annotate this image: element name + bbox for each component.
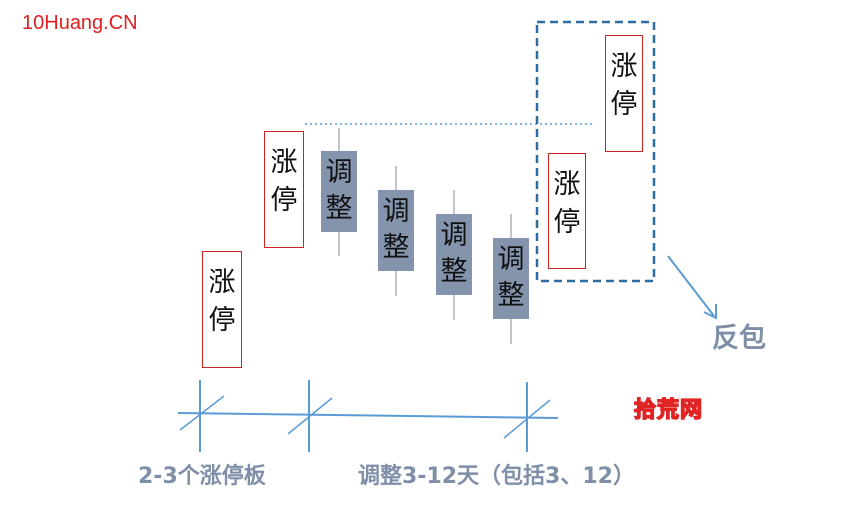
adjust-char-tiao: 调 (497, 244, 525, 275)
limit-up-char-ting: 停 (610, 89, 638, 120)
limit-up-char-zhang: 涨 (208, 267, 236, 298)
limit-up-char-zhang: 涨 (270, 147, 298, 178)
adjust-candle-4: 调 整 (493, 238, 529, 319)
limit-up-candle-2: 涨 停 (264, 131, 304, 248)
timeline-slash-2 (287, 397, 333, 435)
limit-up-char-ting: 停 (208, 305, 236, 336)
limit-up-char-ting: 停 (553, 207, 581, 238)
reversal-label: 反包 (712, 323, 766, 354)
adjust-char-zheng: 整 (382, 232, 410, 263)
adjust-candle-3: 调 整 (436, 214, 472, 295)
adjust-char-zheng: 整 (497, 280, 525, 311)
limit-up-char-zhang: 涨 (553, 169, 581, 200)
adjust-char-zheng: 整 (440, 256, 468, 287)
adjust-candle-1: 调 整 (321, 151, 357, 232)
limit-up-candle-1: 涨 停 (202, 251, 242, 368)
reversal-arrow-line (667, 255, 715, 317)
timeline-label-adjust-days: 调整3-12天（包括3、12） (358, 464, 635, 489)
timeline-axis (177, 412, 559, 419)
adjust-char-tiao: 调 (440, 220, 468, 251)
timeline-label-limit-up-count: 2-3个涨停板 (138, 464, 266, 489)
adjust-char-tiao: 调 (325, 157, 353, 188)
timeline-slash-1 (179, 395, 225, 431)
limit-up-candle-4: 涨 停 (605, 35, 643, 152)
adjust-char-zheng: 整 (325, 193, 353, 224)
adjust-char-tiao: 调 (382, 196, 410, 227)
logo-watermark: 拾荒网 (633, 397, 704, 423)
reversal-dashed-box (535, 20, 656, 283)
timeline-slash-3 (503, 399, 551, 439)
watermark-text: 10Huang.CN (22, 12, 138, 34)
limit-up-char-zhang: 涨 (610, 51, 638, 82)
reversal-arrow-head (703, 304, 717, 320)
limit-up-char-ting: 停 (270, 185, 298, 216)
limit-up-candle-3: 涨 停 (548, 153, 586, 269)
adjust-candle-2: 调 整 (378, 190, 414, 271)
